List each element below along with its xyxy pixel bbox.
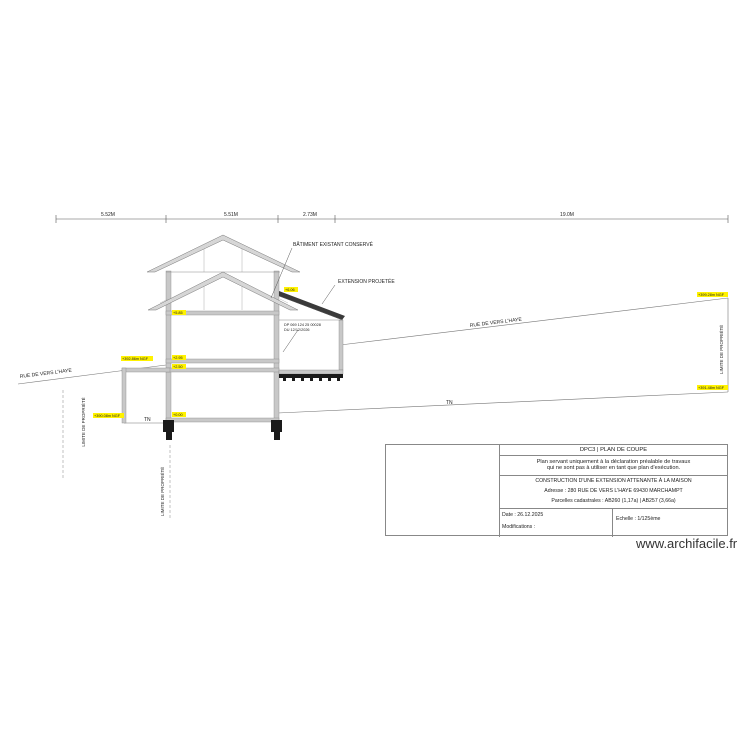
watermark: www.archifacile.fr — [636, 536, 738, 551]
dimension-1: 5.52M — [101, 212, 115, 218]
property-limit-lines — [62, 390, 171, 520]
permit-line-2: DU 12/12/2026 — [284, 328, 310, 332]
existing-building-label: BÂTIMENT EXISTANT CONSERVÉ — [293, 241, 374, 248]
level-tag-ground-left: +390.08m NGF — [94, 414, 121, 418]
tn-label-right: TN — [446, 400, 453, 406]
permit-line-1: DP 069 124 25 00028 — [284, 323, 321, 327]
property-limit-right-label: LIMITE DE PROPRIÉTÉ — [718, 325, 724, 374]
leader-lines — [270, 247, 336, 353]
property-limit-bottom-label: LIMITE DE PROPRIÉTÉ — [159, 467, 165, 516]
level-tag-basement: +0.00 — [173, 413, 183, 417]
drawing-date: Date : 26.12.2025 — [502, 512, 544, 518]
level-tag-street-left: +392.86m NGF — [122, 357, 149, 361]
notice-line-1: Plan servant uniquement à la déclaration… — [536, 459, 691, 465]
drawing-title: DPC3 | PLAN DE COUPE — [500, 445, 727, 456]
project-parcels: Parcelles cadastrales : AB260 (1,17a) | … — [551, 498, 676, 504]
street-label-right: RUE DE VERS L'HAYE — [470, 317, 523, 329]
project-info: CONSTRUCTION D'UNE EXTENSION ATTENANTE À… — [500, 476, 727, 509]
level-tag-roof: +6.06 — [285, 288, 295, 292]
level-tag-ground-a: +2.95 — [173, 356, 183, 360]
level-tag-ground-b: +2.50 — [173, 365, 183, 369]
existing-building — [121, 234, 301, 440]
drawing-scale: Echelle : 1/125ème — [616, 516, 661, 522]
title-block-logo-area — [386, 445, 500, 537]
project-address: Adresse : 280 RUE DE VERS L'HAYE 69430 M… — [544, 488, 683, 494]
notice-line-2: qui ne sont pas à utiliser en tant que p… — [546, 465, 681, 471]
project-name: CONSTRUCTION D'UNE EXTENSION ATTENANTE À… — [535, 478, 692, 484]
extension — [278, 291, 345, 381]
title-block: DPC3 | PLAN DE COUPE Plan servant unique… — [385, 444, 728, 537]
date-modifications: Date : 26.12.2025 Modifications : — [500, 509, 613, 537]
property-limit-left-label: LIMITE DE PROPRIÉTÉ — [80, 397, 86, 446]
dimension-3: 2.73M — [303, 212, 317, 218]
dimension-chain — [55, 215, 729, 223]
tn-label-left: TN — [144, 417, 151, 423]
level-tag-upper: +5.85 — [173, 311, 183, 315]
meta-row: Date : 26.12.2025 Modifications : Echell… — [500, 509, 727, 537]
level-tag-street-right: +399.28m NGF — [698, 293, 725, 297]
drawing-modifications: Modifications : — [502, 524, 536, 530]
dimension-2: 5.51M — [224, 212, 238, 218]
level-tags: +6.06 +5.85 +2.95 +2.50 +0.00 +392.86m N… — [93, 287, 728, 418]
dimension-4: 19.0M — [560, 212, 574, 218]
level-tag-ground-right: +391.48m NGF — [698, 386, 725, 390]
title-block-content: DPC3 | PLAN DE COUPE Plan servant unique… — [500, 445, 727, 537]
notice: Plan servant uniquement à la déclaration… — [500, 456, 727, 476]
extension-label: EXTENSION PROJETÉE — [338, 278, 395, 285]
